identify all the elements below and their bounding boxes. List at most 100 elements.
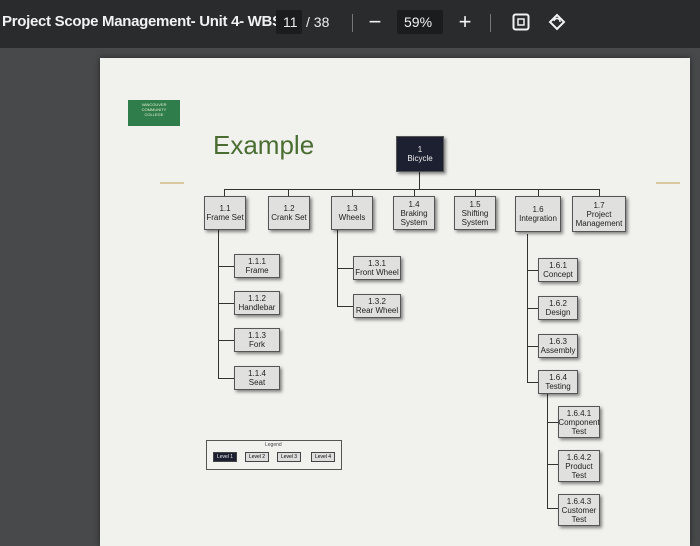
connector-line (475, 189, 476, 196)
wbs-node-braking-system: 1.4 Braking System (393, 196, 435, 230)
wbs-node-rear-wheel: 1.3.2 Rear Wheel (353, 294, 401, 318)
toolbar-divider (490, 14, 491, 32)
node-number: 1.3.2 (368, 297, 386, 306)
node-number: 1.1.1 (248, 257, 266, 266)
node-label: Integration (519, 214, 557, 223)
node-label: Seat (248, 378, 266, 387)
wbs-node-integration: 1.6 Integration (515, 196, 561, 232)
connector-line (288, 189, 289, 196)
legend-level-3: Level 3 (277, 452, 301, 462)
node-label: Handlebar (238, 303, 276, 312)
wbs-node-wheels: 1.3 Wheels (331, 196, 373, 230)
total-pages: / 38 (306, 14, 330, 30)
connector-line (538, 189, 539, 196)
document-title: Project Scope Management- Unit 4- WBS (2, 13, 282, 30)
node-number: 1.6 (532, 205, 544, 214)
page-number-input[interactable] (276, 10, 302, 34)
connector-line (527, 270, 538, 271)
wbs-node-product-test: 1.6.4.2 Product Test (558, 450, 600, 482)
node-label: Rear Wheel (355, 306, 399, 315)
node-label: Crank Set (271, 213, 307, 222)
node-number: 1.7 (593, 200, 605, 210)
logo-line: COMMUNITY (141, 107, 167, 112)
node-number: 1.2 (283, 204, 295, 213)
wbs-node-frame-set: 1.1 Frame Set (204, 196, 246, 230)
wbs-node-seat: 1.1.4 Seat (234, 366, 280, 390)
wbs-node-front-wheel: 1.3.1 Front Wheel (353, 256, 401, 280)
current-page[interactable]: 11 (283, 14, 298, 30)
wbs-node-customer-test: 1.6.4.3 Customer Test (558, 494, 600, 526)
connector-line (547, 394, 548, 508)
node-label: Braking System (400, 208, 428, 227)
node-number: 1.6.4.1 (566, 408, 592, 418)
connector-line (218, 220, 219, 378)
wbs-node-crank-set: 1.2 Crank Set (268, 196, 310, 230)
wbs-root-node: 1 Bicycle (396, 136, 444, 172)
wbs-legend: Legend Level 1 Level 2 Level 3 Level 4 (206, 440, 342, 470)
node-number: 1.3 (346, 204, 358, 213)
connector-line (218, 303, 234, 304)
node-number: 1.3.1 (368, 259, 386, 268)
node-number: 1.1.2 (248, 294, 266, 303)
node-number: 1.6.1 (549, 261, 567, 270)
node-number: 1.1 (219, 204, 231, 213)
node-number: 1.6.4.3 (566, 496, 592, 506)
node-label: Frame (245, 266, 269, 275)
pdf-toolbar: Project Scope Management- Unit 4- WBS 11… (0, 0, 700, 48)
wbs-node-component-test: 1.6.4.1 Component Test (558, 406, 600, 438)
wbs-node-project-management: 1.7 Project Management (572, 196, 626, 232)
node-label: Wheels (338, 213, 366, 222)
node-label: Shifting System (461, 208, 489, 227)
node-label: Fork (249, 340, 265, 349)
legend-level-1: Level 1 (213, 452, 237, 462)
toolbar-divider (352, 14, 353, 32)
node-number: 1.4 (408, 199, 420, 209)
legend-level-4: Level 4 (311, 452, 335, 462)
fit-page-icon[interactable] (508, 8, 534, 36)
zoom-level-field[interactable] (397, 10, 443, 34)
node-label: Customer Test (561, 505, 597, 524)
slide-title: Example (213, 130, 315, 160)
connector-line (218, 340, 234, 341)
node-label: Project Management (575, 209, 623, 228)
rotate-icon[interactable] (544, 8, 570, 36)
logo-line: COLLEGE (144, 112, 164, 117)
node-number: 1.1.4 (248, 369, 266, 378)
connector-line (352, 189, 353, 196)
wbs-node-frame: 1.1.1 Frame (234, 254, 280, 278)
divider-rule (160, 182, 184, 184)
connector-line (527, 382, 538, 383)
wbs-node-handlebar: 1.1.2 Handlebar (234, 291, 280, 315)
wbs-node-assembly: 1.6.3 Assembly (538, 334, 578, 358)
node-label: Design (545, 308, 571, 317)
logo-line: VANCOUVER (141, 102, 167, 107)
connector-line (224, 189, 225, 196)
connector-line (414, 189, 415, 196)
node-label: Frame Set (206, 213, 244, 222)
wbs-node-concept: 1.6.1 Concept (538, 258, 578, 282)
connector-line (419, 172, 420, 190)
pdf-page: VANCOUVER COMMUNITY COLLEGE Example 1 Bi… (100, 58, 690, 546)
connector-line (337, 220, 338, 306)
connector-line (547, 508, 558, 509)
node-number: 1.5 (469, 199, 481, 209)
legend-title: Legend (265, 442, 282, 448)
zoom-in-button[interactable]: + (458, 9, 472, 34)
node-label: Front Wheel (355, 268, 399, 277)
node-label: Component Test (558, 417, 600, 436)
node-label: Bicycle (407, 154, 433, 163)
wbs-node-shifting-system: 1.5 Shifting System (454, 196, 496, 230)
node-number: 1 (417, 145, 423, 154)
connector-line (218, 266, 234, 267)
node-label: Concept (543, 270, 573, 279)
node-number: 1.1.3 (248, 331, 266, 340)
node-number: 1.6.4 (549, 373, 567, 382)
zoom-level: 59% (404, 14, 433, 30)
zoom-out-button[interactable]: − (368, 9, 382, 34)
connector-line (218, 378, 234, 379)
connector-line (337, 268, 353, 269)
node-label: Testing (545, 382, 571, 391)
node-number: 1.6.3 (549, 337, 567, 346)
wbs-node-fork: 1.1.3 Fork (234, 328, 280, 352)
college-logo: VANCOUVER COMMUNITY COLLEGE (128, 100, 180, 126)
